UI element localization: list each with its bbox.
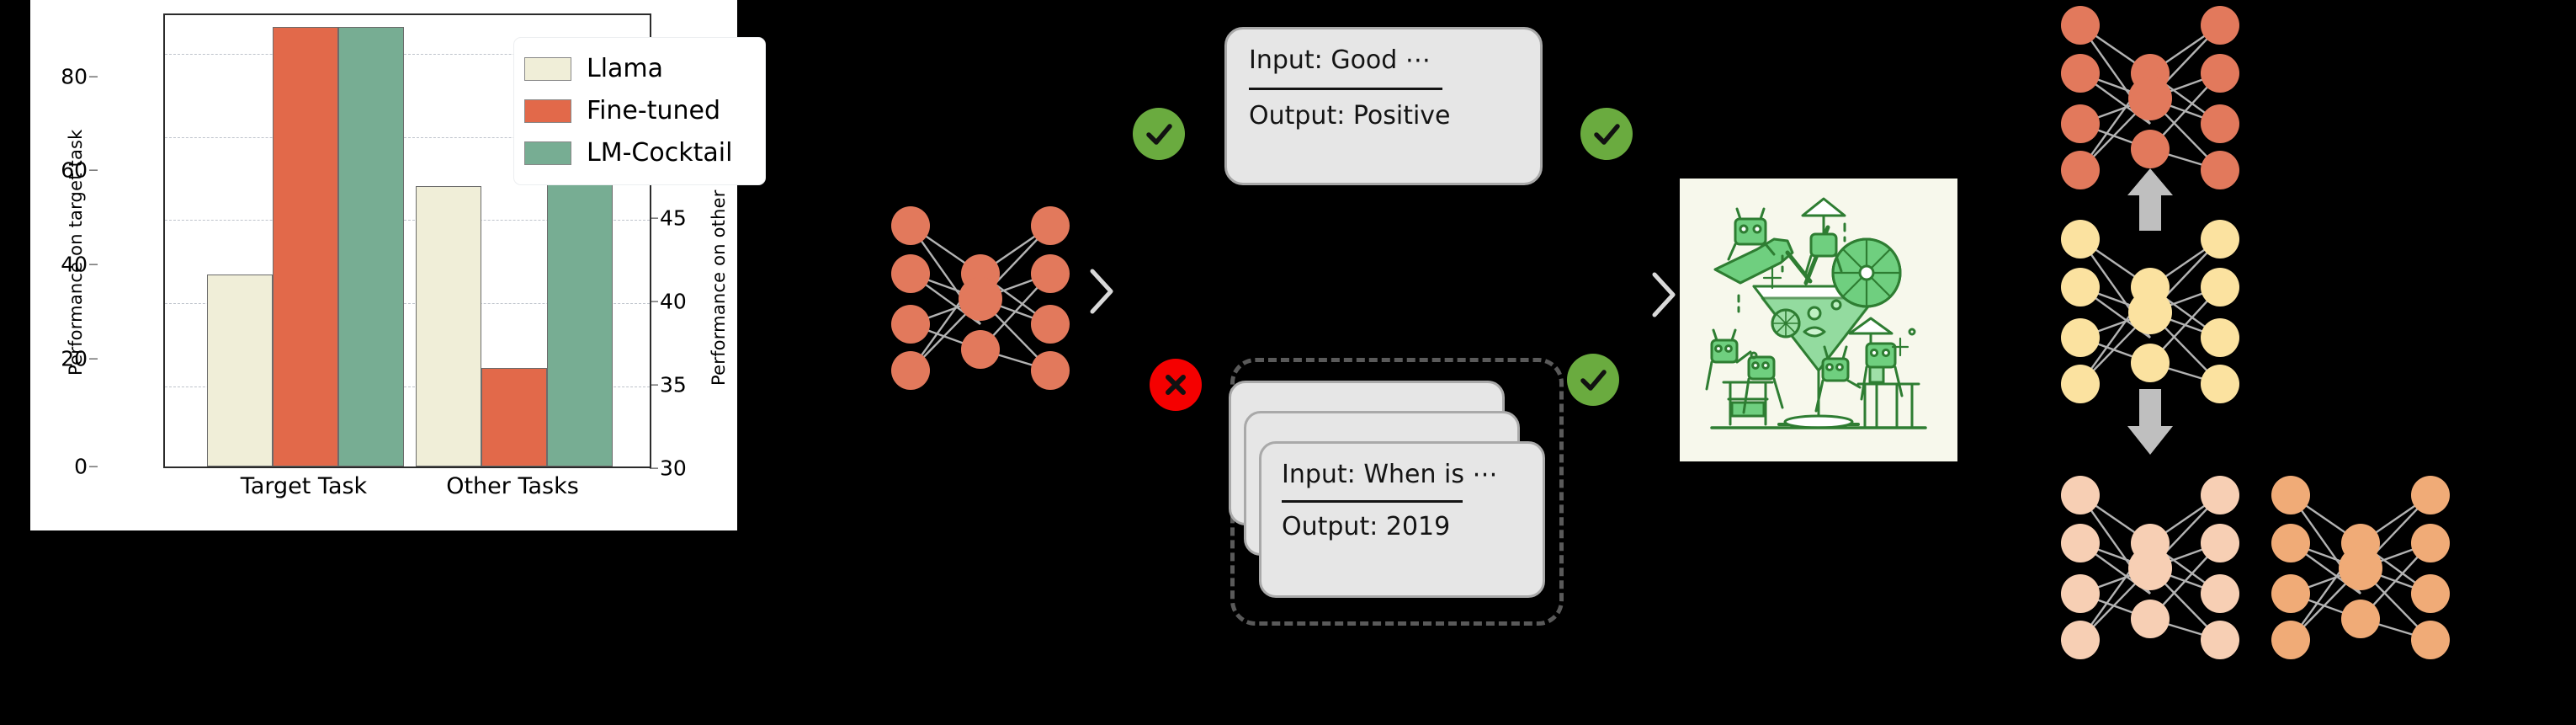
legend-item-cocktail: LM-Cocktail bbox=[524, 132, 753, 174]
base-network-middle bbox=[2053, 216, 2247, 409]
chevron-right-icon-2 bbox=[1648, 269, 1681, 323]
merged-network-left bbox=[2053, 472, 2247, 665]
performance-bar-chart: Performance on target task Performance o… bbox=[30, 0, 766, 530]
check-icon-top-left bbox=[1133, 108, 1185, 160]
y-tick-left-20: 20 bbox=[0, 347, 98, 371]
y-tick-left-60: 60 bbox=[0, 158, 98, 183]
check-icon-top-right bbox=[1580, 108, 1633, 160]
negative-card-output: Output: 2019 bbox=[1282, 511, 1451, 541]
gridline-35 bbox=[165, 386, 650, 387]
bar-target-finetuned bbox=[273, 27, 338, 466]
y-tick-left-40: 40 bbox=[0, 253, 98, 277]
legend-swatch-llama bbox=[524, 57, 571, 81]
gridline-55 bbox=[165, 54, 650, 55]
legend-label-llama: Llama bbox=[587, 54, 664, 83]
legend-swatch-finetuned bbox=[524, 99, 571, 123]
positive-example-card: Input: Good ⋯ Output: Positive bbox=[1224, 27, 1543, 185]
chevron-right-icon bbox=[1086, 266, 1119, 320]
bar-target-cocktail bbox=[338, 27, 404, 466]
base-model-network bbox=[884, 202, 1077, 396]
bar-target-llama bbox=[207, 275, 273, 466]
cross-icon-bottom-left bbox=[1150, 359, 1202, 411]
y-tick-left-80: 80 bbox=[0, 65, 98, 89]
y-tick-right-30: 30 bbox=[650, 456, 761, 481]
positive-card-input: Input: Good ⋯ bbox=[1249, 45, 1431, 75]
gridline-40 bbox=[165, 303, 650, 304]
card-divider-bottom bbox=[1282, 499, 1463, 503]
finetuned-network-top bbox=[2053, 2, 2247, 195]
arrow-up-icon bbox=[2124, 165, 2176, 237]
negative-card-input: Input: When is ⋯ bbox=[1282, 460, 1498, 489]
negative-example-card: Input: When is ⋯ Output: 2019 bbox=[1259, 441, 1545, 598]
arrow-down-icon bbox=[2124, 386, 2176, 461]
bar-other-finetuned bbox=[481, 368, 547, 466]
merged-network-right bbox=[2264, 472, 2457, 665]
bar-other-cocktail bbox=[547, 166, 613, 466]
chart-legend: Llama Fine-tuned LM-Cocktail bbox=[513, 37, 766, 185]
bar-other-llama bbox=[416, 186, 481, 466]
gridline-45 bbox=[165, 220, 650, 221]
y-tick-right-35: 35 bbox=[650, 373, 761, 397]
gridline-50 bbox=[165, 137, 650, 138]
legend-swatch-cocktail bbox=[524, 141, 571, 165]
legend-label-cocktail: LM-Cocktail bbox=[587, 138, 733, 168]
x-tick-target-task: Target Task bbox=[240, 473, 368, 499]
x-tick-other-tasks: Other Tasks bbox=[446, 473, 579, 499]
y-tick-right-45: 45 bbox=[650, 206, 761, 231]
card-divider-top bbox=[1249, 87, 1442, 90]
legend-label-finetuned: Fine-tuned bbox=[587, 96, 720, 125]
chart-plot-area: Llama Fine-tuned LM-Cocktail bbox=[163, 13, 766, 468]
positive-card-output: Output: Positive bbox=[1249, 100, 1451, 131]
legend-item-llama: Llama bbox=[524, 48, 753, 90]
y-tick-left-0: 0 bbox=[0, 455, 98, 479]
legend-item-finetuned: Fine-tuned bbox=[524, 90, 753, 132]
lm-cocktail-illustration bbox=[1680, 179, 1957, 461]
y-tick-right-40: 40 bbox=[650, 290, 761, 314]
check-icon-bottom-right bbox=[1567, 354, 1619, 406]
